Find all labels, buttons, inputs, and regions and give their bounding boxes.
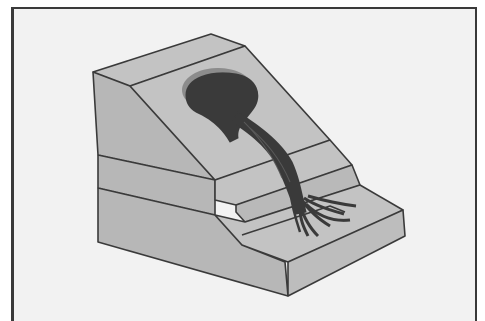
figure-frame	[0, 0, 485, 321]
landslide-diagram-icon	[0, 0, 485, 321]
